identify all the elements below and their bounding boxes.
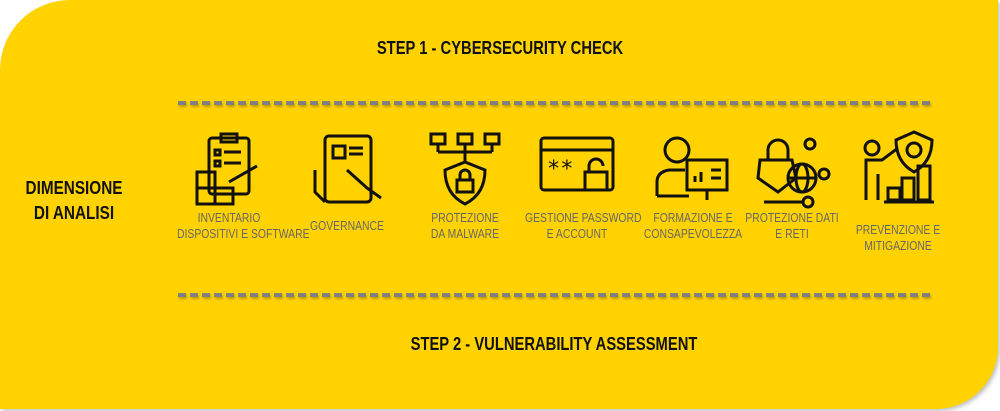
item-label-line: E ACCOUNT	[546, 226, 608, 241]
item-label-line: PROTEZIONE	[431, 210, 499, 225]
item-label-line: INVENTARIO	[197, 210, 261, 225]
tablet-hand-icon	[313, 134, 382, 204]
svg-text:**: **	[547, 157, 574, 182]
dimension-label: DIMENSIONE DI ANALISI	[23, 176, 125, 226]
network-shield-icon	[429, 132, 501, 206]
item-label-line: GOVERNANCE	[310, 218, 384, 233]
item-label-line: E RETI	[775, 226, 809, 241]
item-label-line: DA MALWARE	[430, 226, 500, 241]
item-prevenzione: PREVENZIONE E MITIGAZIONE	[833, 130, 963, 254]
item-label-line: FORMAZIONE E	[653, 210, 733, 225]
item-label-line: DISPOSITIVI E SOFTWARE	[177, 226, 310, 241]
lock-globe-icon	[756, 137, 831, 209]
item-password: ** GESTIONE PASSWORD E ACCOUNT	[512, 130, 642, 242]
dimension-line-2: DI ANALISI	[33, 203, 115, 223]
item-label-line: MITIGAZIONE	[864, 238, 932, 253]
item-label-line: PREVENZIONE E	[855, 222, 941, 237]
presenter-board-icon	[655, 136, 729, 200]
item-protezione-dati: PROTEZIONE DATI E RETI	[727, 130, 857, 242]
item-label-line: CONSAPEVOLEZZA	[643, 226, 743, 241]
item-label-line: GESTIONE PASSWORD	[525, 210, 642, 225]
item-formazione: FORMAZIONE E CONSAPEVOLEZZA	[628, 130, 758, 242]
person-shield-gear-icon	[863, 130, 934, 204]
item-malware: PROTEZIONE DA MALWARE	[400, 130, 530, 242]
item-governance: GOVERNANCE	[282, 130, 412, 234]
item-label-line: PROTEZIONE DATI	[745, 210, 839, 225]
top-divider	[178, 101, 930, 105]
clipboard-boxes-icon	[195, 132, 258, 206]
item-inventario: INVENTARIO DISPOSITIVI E SOFTWARE	[164, 130, 310, 242]
step1-title: STEP 1 - CYBERSECURITY CHECK	[376, 38, 624, 58]
dimension-line-1: DIMENSIONE	[25, 178, 123, 198]
bottom-divider	[178, 293, 930, 297]
step2-title: STEP 2 - VULNERABILITY ASSESSMENT	[410, 334, 698, 354]
password-window-icon: **	[539, 136, 615, 192]
